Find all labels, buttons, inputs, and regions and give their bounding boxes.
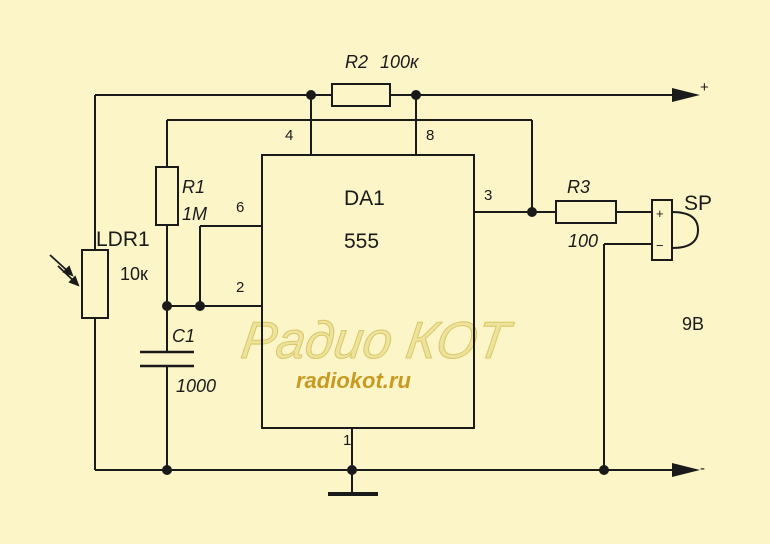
r3-value: 100 [568,231,598,251]
speaker-sp [651,199,673,261]
supply-minus-label: - [700,460,705,477]
sp-ref: SP [684,192,712,215]
ldr1-ref: LDR1 [96,228,150,251]
pin-6-label: 6 [236,199,244,216]
light-rays-icon [49,254,80,287]
capacitor-c1 [140,350,194,368]
plus-arrow-icon [672,88,700,102]
c1-ref: C1 [172,326,195,346]
da1-ref: DA1 [344,187,385,210]
minus-arrow-icon [672,463,700,477]
c1-value: 1000 [176,376,216,396]
pin-8-label: 8 [426,127,434,144]
pin-4-label: 4 [285,127,293,144]
resistor-r1 [155,166,179,226]
speaker-cone-icon [671,211,700,249]
speaker-plus-mark: + [656,206,664,221]
supply-plus-label: + [700,79,709,96]
pin-3-label: 3 [484,187,492,204]
watermark-title: Радио КОТ [238,312,516,370]
r3-ref: R3 [567,177,590,197]
photoresistor-ldr1 [81,249,109,319]
ldr1-value: 10к [120,264,148,284]
junction-dots [162,90,609,475]
r2-ref: R2 [345,52,368,72]
resistor-r3 [555,200,617,224]
pin-1-label: 1 [343,432,351,449]
r1-value: 1M [182,204,207,224]
watermark: Радио КОТ radiokot.ru [238,312,517,393]
r2-value: 100к [380,52,420,72]
da1-value: 555 [344,230,379,253]
speaker-minus-mark: − [656,238,664,253]
supply-arrows [672,88,700,477]
r1-ref: R1 [182,177,205,197]
wires [94,94,678,494]
resistor-r2 [331,83,391,107]
pin-2-label: 2 [236,279,244,296]
supply-voltage-label: 9В [682,314,704,334]
watermark-site: radiokot.ru [296,368,411,393]
ic-da1-555 [261,154,475,429]
